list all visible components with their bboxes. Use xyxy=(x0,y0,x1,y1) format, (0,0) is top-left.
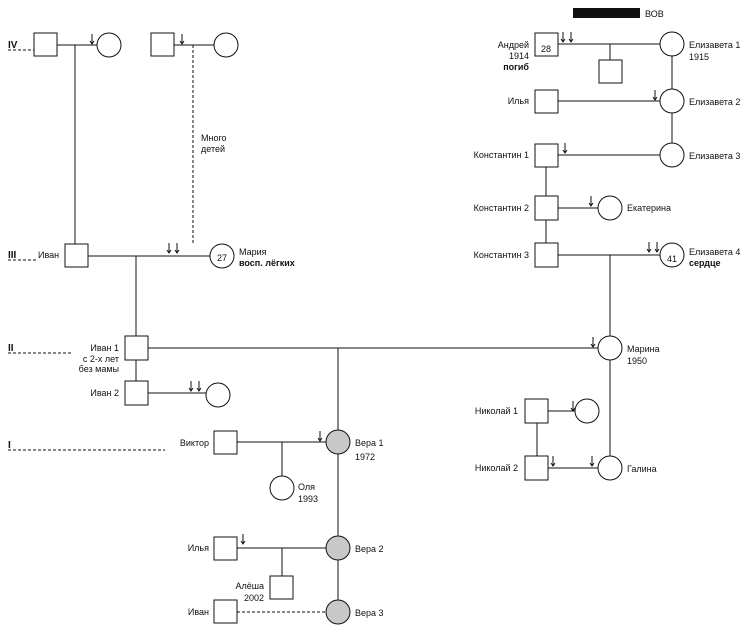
label-vera-2: Вера 2 xyxy=(355,544,384,554)
legend-label: ВОВ xyxy=(645,9,664,19)
label-olya: Оля xyxy=(298,482,315,492)
legend-bar xyxy=(573,8,640,18)
person-andrey xyxy=(534,32,559,57)
arrow-markers xyxy=(75,32,676,545)
label-elizaveta-3: Елизавета 3 xyxy=(689,151,740,161)
label-elizaveta-2: Елизавета 2 xyxy=(689,97,740,107)
age-elizaveta-4: 41 xyxy=(667,254,677,264)
label-konstantin-3: Константин 3 xyxy=(474,250,529,260)
label-ivan-1: Иван 1 xyxy=(90,343,119,353)
label-vera-3: Вера 3 xyxy=(355,608,384,618)
note-maria: восп. лёгких xyxy=(239,258,295,268)
mnogo-detey-line2: детей xyxy=(201,144,225,154)
label-andrey: Андрей xyxy=(498,40,529,50)
label-ekaterina: Екатерина xyxy=(627,203,671,213)
label-alyosha: Алёша xyxy=(236,581,265,591)
person-nikolay-2 xyxy=(524,455,549,481)
label-marina: Марина xyxy=(627,344,660,354)
label-nikolay-2: Николай 2 xyxy=(475,463,518,473)
year-andrey: 1914 xyxy=(509,51,529,61)
year-elizaveta-1: 1915 xyxy=(689,52,709,62)
year-alyosha: 2002 xyxy=(244,593,264,603)
female-circle-spouse-ivan-2 xyxy=(205,382,231,408)
female-circle-iv-1 xyxy=(96,32,122,58)
person-marina xyxy=(597,335,623,361)
label-ivan-bottom: Иван xyxy=(188,607,209,617)
year-marina: 1950 xyxy=(627,356,647,366)
note-ivan-1-line2: без мамы xyxy=(79,364,119,374)
person-alyosha xyxy=(269,575,294,600)
note-ivan-1-line1: с 2-х лет xyxy=(83,354,119,364)
person-ekaterina xyxy=(597,195,623,221)
person-ivan-1 xyxy=(124,335,149,361)
person-nikolay-1 xyxy=(524,398,549,424)
label-konstantin-1: Константин 1 xyxy=(474,150,529,160)
generation-label-iii: III xyxy=(8,250,17,261)
person-vera-2 xyxy=(325,535,351,561)
person-elizaveta-4 xyxy=(659,242,685,268)
female-circle-spouse-nikolay-1 xyxy=(574,398,600,424)
person-elizaveta-2 xyxy=(659,88,685,114)
label-elizaveta-4: Елизавета 4 xyxy=(689,247,740,257)
person-ivan-iii xyxy=(64,243,89,268)
male-square-iv-2 xyxy=(150,32,175,57)
person-ivan-bottom xyxy=(213,599,238,624)
mnogo-detey-line1: Много xyxy=(201,133,227,143)
person-elizaveta-1 xyxy=(659,31,685,57)
female-circle-iv-2 xyxy=(213,32,239,58)
label-nikolay-1: Николай 1 xyxy=(475,406,518,416)
person-viktor xyxy=(213,430,238,455)
relationship-lines xyxy=(57,43,673,613)
year-olya: 1993 xyxy=(298,494,318,504)
generation-label-ii: II xyxy=(8,343,14,354)
label-ivan-2: Иван 2 xyxy=(90,388,119,398)
person-elizaveta-3 xyxy=(659,142,685,168)
person-konstantin-2 xyxy=(534,195,559,221)
age-maria: 27 xyxy=(217,253,227,263)
male-square-iv-1 xyxy=(33,32,58,57)
label-vera-1: Вера 1 xyxy=(355,438,384,448)
person-vera-1 xyxy=(325,429,351,455)
person-konstantin-3 xyxy=(534,242,559,268)
label-elizaveta-1: Елизавета 1 xyxy=(689,40,740,50)
male-square-child-andrey xyxy=(598,59,623,84)
person-olya xyxy=(269,475,295,501)
year-vera-1: 1972 xyxy=(355,452,375,462)
label-ilya-bottom: Илья xyxy=(188,543,209,553)
person-maria xyxy=(209,243,235,269)
person-galina xyxy=(597,455,623,481)
label-ilya-top: Илья xyxy=(508,96,529,106)
note-andrey: погиб xyxy=(503,62,529,72)
age-andrey: 28 xyxy=(541,44,551,54)
person-ilya-top xyxy=(534,89,559,114)
generation-label-iv: IV xyxy=(8,40,18,51)
person-ivan-2 xyxy=(124,380,149,406)
note-elizaveta-4: сердце xyxy=(689,258,721,268)
label-galina: Галина xyxy=(627,464,657,474)
label-viktor: Виктор xyxy=(180,438,209,448)
person-vera-3 xyxy=(325,599,351,625)
generation-label-i: I xyxy=(8,440,11,451)
label-maria: Мария xyxy=(239,247,267,257)
label-ivan-iii: Иван xyxy=(38,250,59,260)
label-konstantin-2: Константин 2 xyxy=(474,203,529,213)
person-ilya-bottom xyxy=(213,536,238,561)
person-konstantin-1 xyxy=(534,143,559,168)
